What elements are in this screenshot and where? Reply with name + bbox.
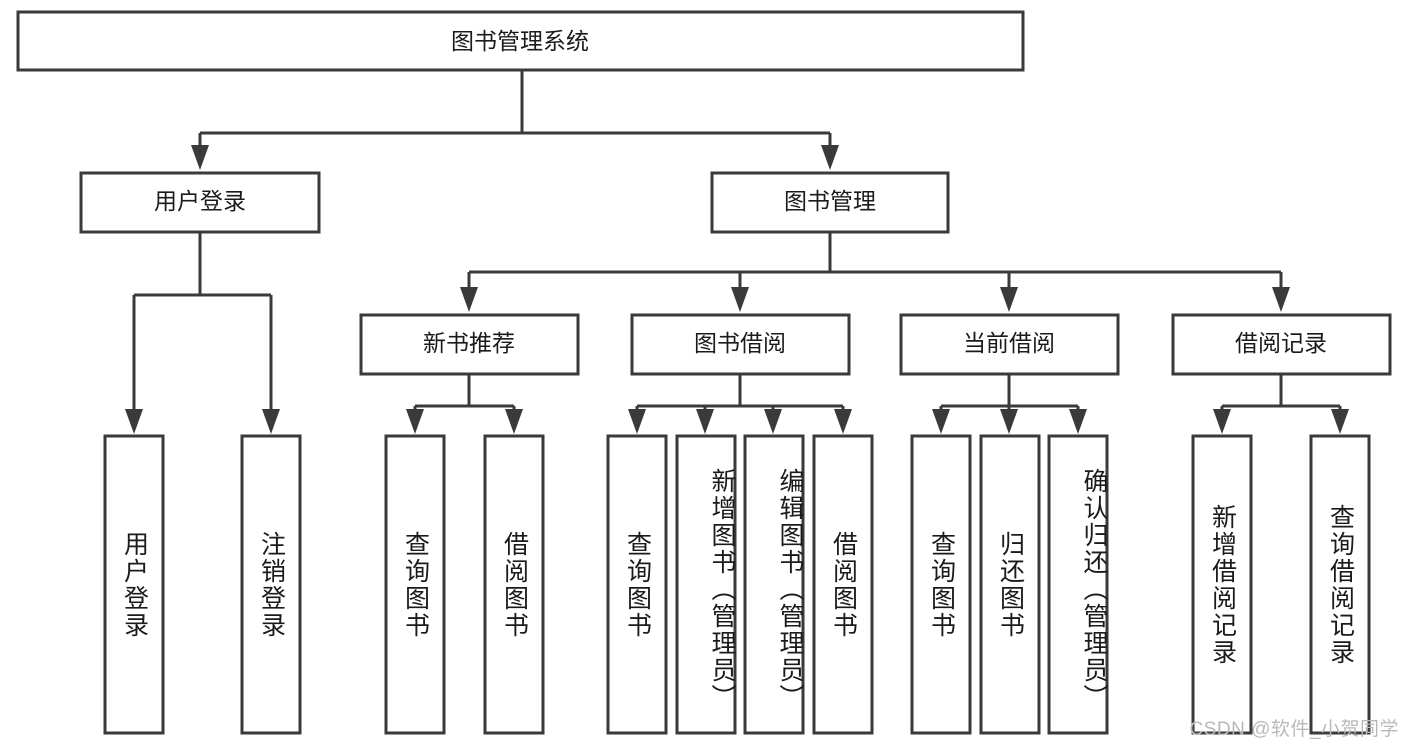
node-book-management[interactable]: 图书管理 bbox=[710, 171, 950, 234]
node-book-borrow-box[interactable] bbox=[630, 313, 851, 376]
leaf-box-query-borrow-record[interactable] bbox=[1309, 434, 1371, 735]
watermark-text: CSDN @软件_小贺同学 bbox=[1189, 719, 1399, 740]
node-borrow-record-label: 借阅记录 bbox=[1235, 330, 1327, 356]
arrow-head-icon bbox=[460, 287, 478, 312]
leaf-box-return-book[interactable] bbox=[979, 434, 1041, 735]
leaf-box-query-book-borrow[interactable] bbox=[606, 434, 668, 735]
arrow-head-icon bbox=[628, 409, 646, 434]
arrow-head-icon bbox=[731, 287, 749, 312]
arrow-head-icon bbox=[406, 409, 424, 434]
node-user-login[interactable]: 用户登录 bbox=[79, 171, 321, 234]
node-user-login-box[interactable] bbox=[79, 171, 321, 234]
arrow-head-icon bbox=[821, 145, 839, 170]
leaf-box-query-book-rec[interactable] bbox=[384, 434, 446, 735]
node-root[interactable]: 图书管理系统 bbox=[16, 10, 1025, 72]
leaf-box-confirm-return-admin[interactable] bbox=[1047, 434, 1109, 735]
arrow-head-icon bbox=[834, 409, 852, 434]
arrow-head-icon bbox=[1272, 287, 1290, 312]
connector-group-book-borrow bbox=[628, 374, 852, 434]
leaf-box-add-book-admin[interactable] bbox=[675, 434, 737, 735]
leaf-box-query-book-current[interactable] bbox=[910, 434, 972, 735]
node-book-borrow-label: 图书借阅 bbox=[694, 330, 786, 356]
arrow-head-icon bbox=[505, 409, 523, 434]
node-borrow-record[interactable]: 借阅记录 bbox=[1171, 313, 1392, 376]
leaf-box-logout[interactable] bbox=[240, 434, 302, 735]
leaf-box-borrow-book-rec[interactable] bbox=[483, 434, 545, 735]
leaf-box-edit-book-admin[interactable] bbox=[743, 434, 805, 735]
node-book-management-box[interactable] bbox=[710, 171, 950, 234]
connector-group-borrow-record bbox=[1213, 374, 1349, 434]
node-current-borrow-box[interactable] bbox=[899, 313, 1120, 376]
arrow-head-icon bbox=[1000, 287, 1018, 312]
arrow-head-icon bbox=[262, 409, 280, 434]
arrow-head-icon bbox=[191, 145, 209, 170]
arrow-head-icon bbox=[696, 409, 714, 434]
node-root-label: 图书管理系统 bbox=[451, 28, 589, 54]
leaf-box-borrow-book[interactable] bbox=[812, 434, 874, 735]
connector-group-book-manage bbox=[460, 233, 1290, 312]
arrow-head-icon bbox=[1069, 409, 1087, 434]
connector-group-current-borrow bbox=[932, 374, 1087, 434]
node-borrow-record-box[interactable] bbox=[1171, 313, 1392, 376]
arrow-head-icon bbox=[1213, 409, 1231, 434]
arrow-head-icon bbox=[125, 409, 143, 434]
node-new-book-recommend[interactable]: 新书推荐 bbox=[359, 313, 580, 376]
node-new-book-recommend-label: 新书推荐 bbox=[423, 330, 515, 356]
connector-group-user-login bbox=[125, 233, 280, 434]
arrow-head-icon bbox=[932, 409, 950, 434]
arrow-head-icon bbox=[764, 409, 782, 434]
node-book-management-label: 图书管理 bbox=[784, 188, 876, 214]
node-new-book-recommend-box[interactable] bbox=[359, 313, 580, 376]
leaf-box-user-login[interactable] bbox=[103, 434, 165, 735]
connector-group-root bbox=[191, 71, 839, 170]
leaf-box-add-borrow-record[interactable] bbox=[1191, 434, 1253, 735]
node-current-borrow-label: 当前借阅 bbox=[963, 330, 1055, 356]
arrow-head-icon bbox=[1331, 409, 1349, 434]
arrow-head-icon bbox=[1000, 409, 1018, 434]
node-root-box[interactable] bbox=[16, 10, 1025, 72]
node-book-borrow[interactable]: 图书借阅 bbox=[630, 313, 851, 376]
connector-group-new-book bbox=[406, 374, 523, 434]
node-current-borrow[interactable]: 当前借阅 bbox=[899, 313, 1120, 376]
node-user-login-label: 用户登录 bbox=[154, 188, 246, 214]
